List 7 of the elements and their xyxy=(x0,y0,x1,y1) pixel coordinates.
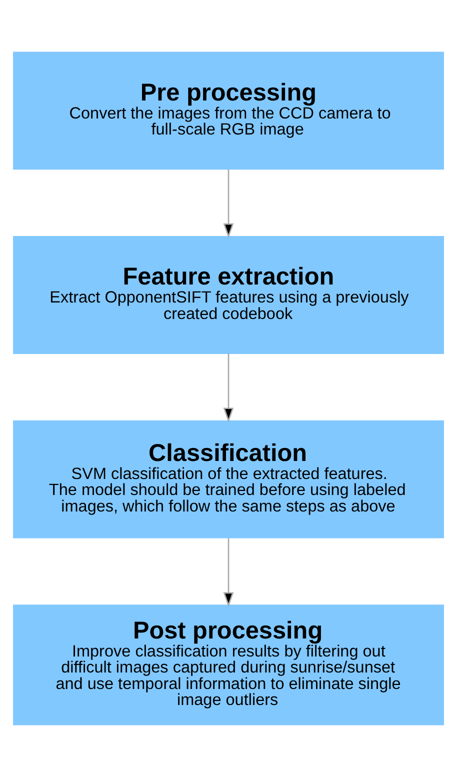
node-box: Classification SVM classification of the extracted features. The model should be trained before using labeled images, which follow the same steps as above xyxy=(13,420,444,538)
node-box: Feature extraction Extract OpponentSIFT features using a previously created codebook xyxy=(13,236,444,354)
node-box: Pre processing Convert the images from the CCD camera to full-scale RGB image xyxy=(13,51,444,170)
node-box: Post processing Improve classification results by filtering out difficult images captured during sunrise/sunset and use temporal information to eliminate single image outliers xyxy=(13,604,444,725)
arrow xyxy=(223,352,234,422)
arrow xyxy=(223,168,234,238)
arrow xyxy=(223,538,234,607)
